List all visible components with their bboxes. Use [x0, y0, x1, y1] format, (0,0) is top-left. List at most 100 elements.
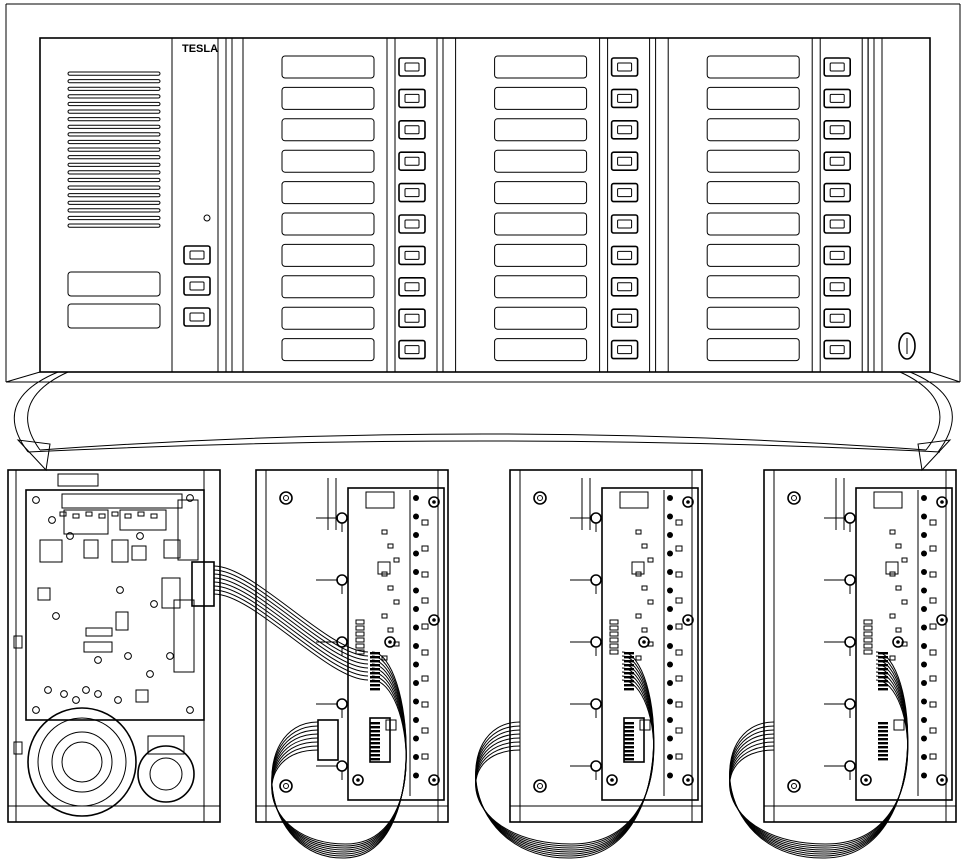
call-button[interactable]: [398, 88, 426, 109]
call-button[interactable]: [398, 308, 426, 329]
pcb-component: [48, 516, 56, 524]
name-card: [706, 338, 800, 362]
call-button[interactable]: [610, 151, 639, 171]
control-unit-housing: [7, 469, 221, 823]
call-button[interactable]: [398, 245, 426, 266]
call-button[interactable]: [398, 339, 426, 360]
name-card: [281, 306, 375, 330]
grille-slat: [67, 215, 161, 221]
grille-slat: [67, 155, 161, 160]
name-plate-1: [67, 271, 161, 297]
name-card: [281, 212, 375, 236]
grille-slat: [67, 147, 161, 152]
ribbon-cable: [271, 651, 407, 859]
call-button[interactable]: [610, 120, 639, 140]
name-card: [281, 118, 375, 142]
call-button[interactable]: [398, 182, 426, 203]
call-button[interactable]: [610, 88, 639, 109]
call-button[interactable]: [823, 245, 852, 266]
pcb-component: [82, 686, 90, 694]
call-button[interactable]: [823, 308, 852, 329]
pcb-component: [66, 532, 74, 540]
call-button[interactable]: [823, 120, 852, 140]
module-boards: [255, 469, 957, 823]
name-card: [281, 86, 375, 110]
module-pcb: [601, 487, 699, 801]
ribbon-connector-main: [191, 561, 215, 607]
expansion-arrows: [13, 371, 953, 472]
call-button[interactable]: [610, 308, 639, 329]
pcb-component: [116, 586, 124, 594]
call-button[interactable]: [398, 120, 426, 140]
call-button[interactable]: [823, 151, 852, 171]
control-button[interactable]: [183, 307, 211, 327]
name-card: [494, 338, 588, 362]
name-card: [706, 118, 800, 142]
pcb-component: [114, 696, 122, 704]
pcb-component: [60, 690, 68, 698]
control-section: TESLA: [171, 37, 233, 373]
grille-slat: [67, 79, 161, 84]
grille-slat: [67, 185, 161, 190]
pcb-component: [52, 612, 60, 620]
name-card: [494, 149, 588, 173]
grille-slat: [67, 71, 161, 76]
name-plate-2: [67, 303, 161, 329]
module-pcb: [855, 487, 953, 801]
panel-frame: [39, 37, 931, 373]
grille-slat: [67, 117, 161, 122]
pcb-component: [72, 696, 80, 704]
button-module: [455, 38, 657, 372]
name-card: [706, 55, 800, 79]
grille-slat: [67, 208, 161, 213]
name-card: [281, 149, 375, 173]
grille-slat: [67, 132, 161, 137]
control-button[interactable]: [183, 276, 211, 296]
call-button[interactable]: [610, 214, 639, 234]
call-button[interactable]: [398, 214, 426, 234]
pcb-component: [124, 652, 132, 660]
call-button[interactable]: [823, 182, 852, 203]
arrow-right-head: [917, 439, 952, 472]
call-button[interactable]: [610, 182, 639, 203]
call-button[interactable]: [610, 245, 639, 266]
call-button[interactable]: [823, 88, 852, 109]
control-button[interactable]: [183, 245, 211, 265]
name-card: [281, 275, 375, 299]
call-button[interactable]: [610, 57, 639, 77]
name-card: [281, 55, 375, 79]
indicator-led: [203, 214, 211, 222]
call-button[interactable]: [823, 214, 852, 234]
pcb-component: [32, 706, 40, 714]
call-button[interactable]: [610, 276, 639, 297]
module-input-connector: [317, 719, 339, 761]
grille-slat: [67, 139, 161, 145]
call-button[interactable]: [823, 276, 852, 297]
name-card: [494, 118, 588, 142]
grille-slat: [67, 101, 161, 107]
call-button[interactable]: [610, 339, 639, 360]
grille-slat: [67, 193, 161, 198]
grille-slat: [67, 200, 161, 205]
pcb-component: [94, 656, 102, 664]
grille-slat: [67, 223, 161, 228]
pcb-component: [166, 652, 174, 660]
control-unit: [7, 469, 221, 823]
call-button[interactable]: [398, 276, 426, 297]
ribbon-cables: [213, 565, 909, 859]
lock-section: [867, 38, 916, 372]
name-card: [494, 275, 588, 299]
inter-module-connector: [369, 717, 391, 763]
name-card: [706, 149, 800, 173]
call-button[interactable]: [823, 339, 852, 360]
exploded-view: [7, 469, 957, 859]
call-button[interactable]: [398, 151, 426, 171]
name-card: [281, 181, 375, 205]
call-button[interactable]: [398, 57, 426, 77]
call-button[interactable]: [823, 57, 852, 77]
name-card: [494, 181, 588, 205]
name-card: [494, 86, 588, 110]
name-card: [706, 243, 800, 267]
button-module: [242, 38, 444, 372]
module-board-assembly: [509, 469, 703, 823]
